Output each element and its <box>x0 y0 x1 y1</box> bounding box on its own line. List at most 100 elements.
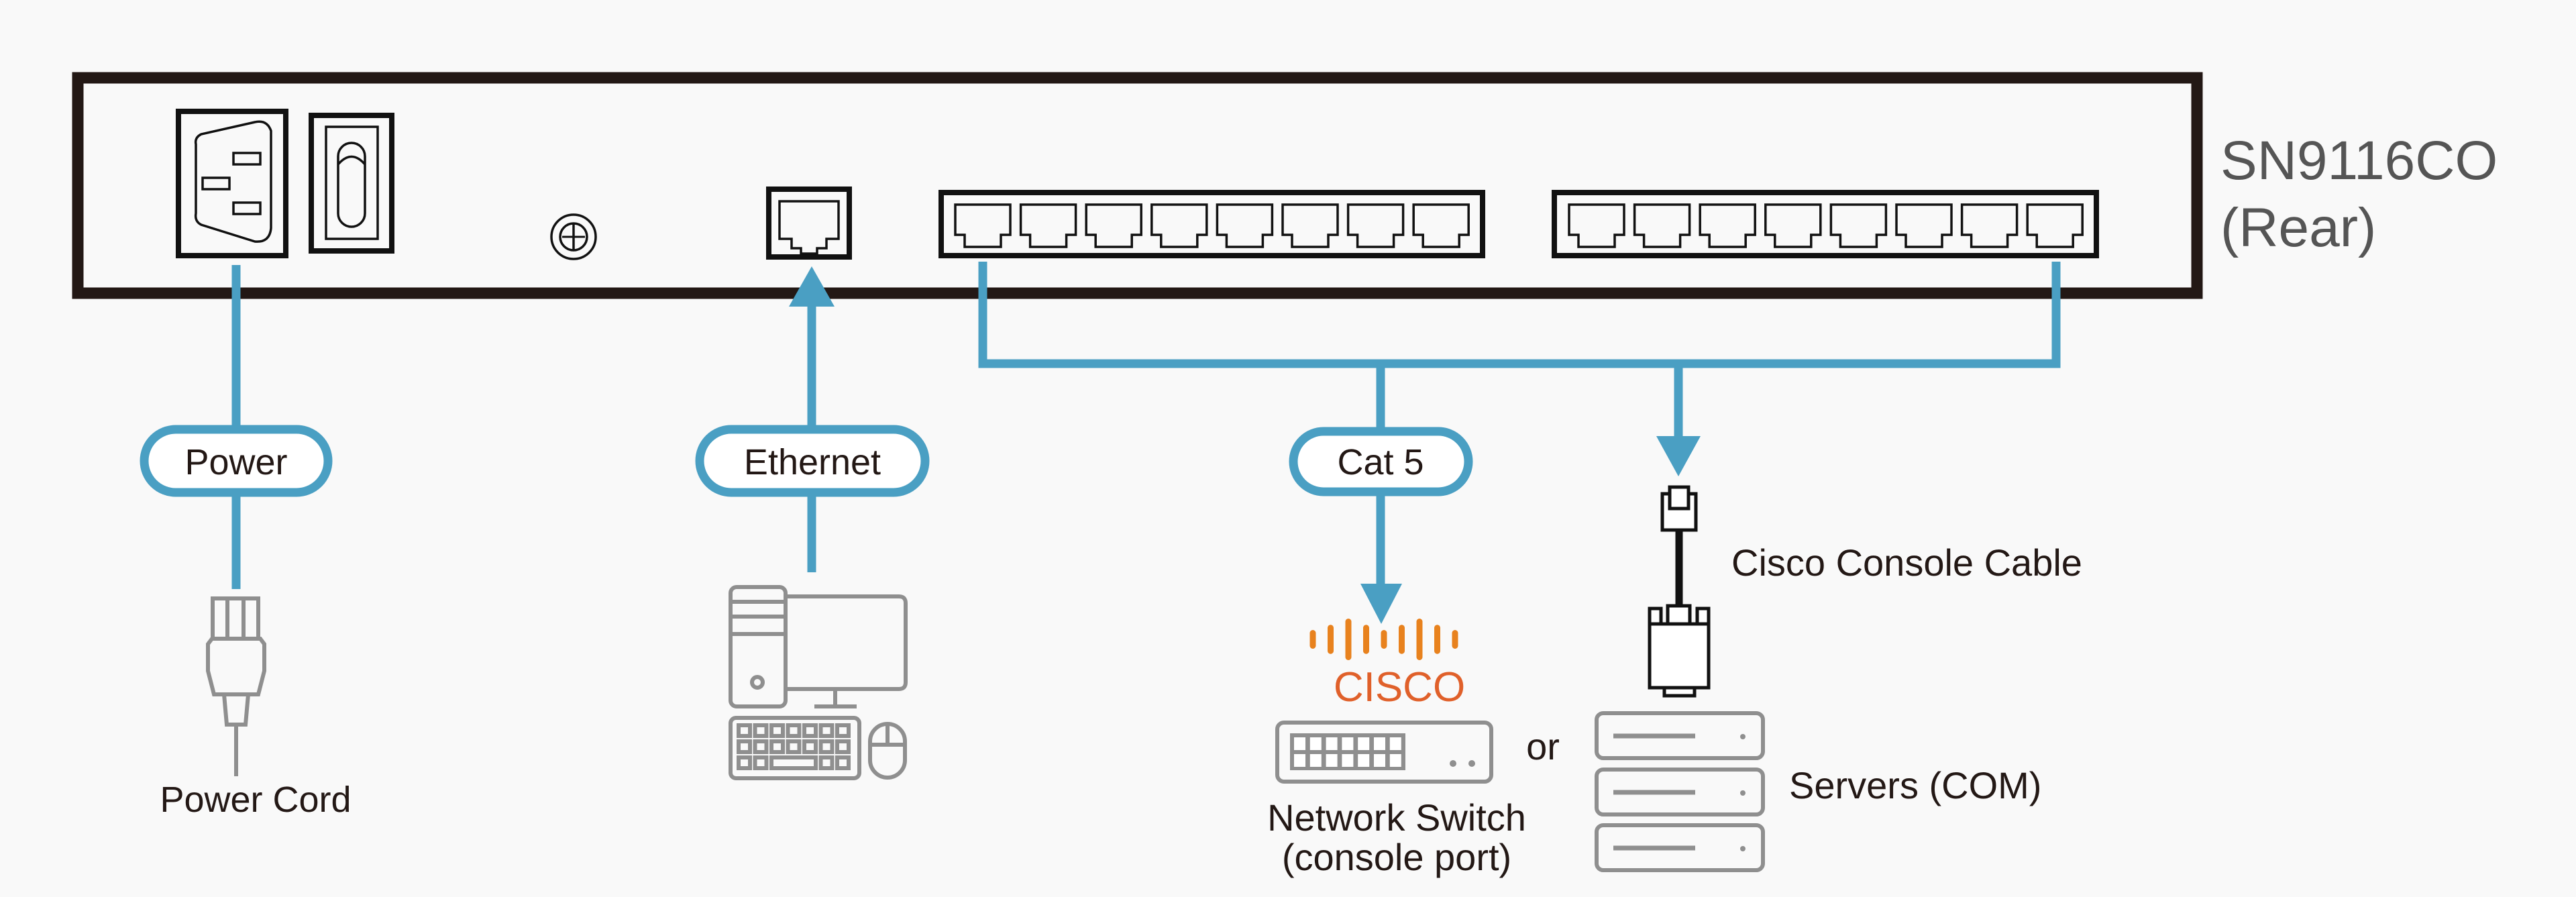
cat5-pill-label: Cat 5 <box>1337 442 1424 482</box>
network-switch-sublabel: (console port) <box>1282 836 1511 878</box>
power-switch-icon[interactable] <box>309 113 394 254</box>
view-label: (Rear) <box>2220 197 2376 258</box>
switch-port <box>1326 737 1338 750</box>
keyboard-key <box>737 723 752 738</box>
switch-port <box>1309 737 1322 750</box>
switch-port <box>1342 737 1354 750</box>
switch-port <box>1294 737 1305 750</box>
cisco-console-cable-label: Cisco Console Cable <box>1731 541 2082 584</box>
switch-port <box>1389 737 1401 750</box>
switch-port <box>1294 754 1305 767</box>
rj45-port[interactable] <box>1699 203 1756 248</box>
cat5-connection: Cat 5 CISCO Network Switch (console port… <box>1267 364 1560 878</box>
cisco-logo-text: CISCO <box>1334 664 1465 710</box>
cisco-console-cable-icon <box>1648 485 1711 698</box>
switch-port <box>1358 737 1370 750</box>
serial-port-bank-2 <box>1552 190 2099 258</box>
cisco-logo-bar <box>1381 630 1387 649</box>
switch-port <box>1374 754 1385 767</box>
keyboard-key <box>753 723 769 738</box>
keyboard-key <box>753 739 769 754</box>
device-chassis-rear <box>72 72 2203 299</box>
rj45-port[interactable] <box>954 203 1012 248</box>
ac-power-inlet-icon <box>176 109 288 258</box>
rj45-port[interactable] <box>1568 203 1625 248</box>
ethernet-pill <box>695 425 930 497</box>
cisco-logo-icon <box>1309 619 1458 660</box>
servers-label: Servers (COM) <box>1789 764 2041 806</box>
keyboard-key <box>802 723 818 738</box>
cisco-logo-bar <box>1452 630 1458 649</box>
rj45-port[interactable] <box>2026 203 2084 248</box>
rj45-port[interactable] <box>1764 203 1822 248</box>
rj45-port[interactable] <box>1633 203 1691 248</box>
cisco-logo-bar <box>1309 630 1316 649</box>
rj45-port[interactable] <box>1346 203 1405 248</box>
switch-port <box>1326 754 1338 767</box>
keyboard-key <box>835 723 851 738</box>
network-switch-label: Network Switch <box>1267 796 1526 839</box>
switch-port <box>1374 737 1385 750</box>
keyboard-key <box>737 739 752 754</box>
keyboard-key <box>737 755 752 770</box>
switch-port <box>1389 754 1401 767</box>
rj45-port[interactable] <box>1960 203 2019 248</box>
cisco-logo-bar <box>1363 625 1369 654</box>
server-unit <box>1595 823 1765 872</box>
arrow-down-icon <box>1360 584 1402 624</box>
rj45-port[interactable] <box>1895 203 1953 248</box>
arrow-down-icon <box>1656 436 1701 476</box>
ethernet-pill-label: Ethernet <box>744 442 881 482</box>
keyboard-key <box>818 739 835 754</box>
power-plug-icon <box>206 596 266 776</box>
switch-port <box>1309 754 1322 767</box>
keyboard-key <box>769 723 785 738</box>
network-switch-icon <box>1275 721 1493 784</box>
keyboard-key <box>786 739 802 754</box>
keyboard-key <box>769 739 785 754</box>
server-unit <box>1595 711 1765 760</box>
console-cable-connection: Cisco Console Cable Servers (COM) <box>1595 364 2082 872</box>
rj45-port[interactable] <box>1150 203 1208 248</box>
or-label: or <box>1526 725 1560 768</box>
keyboard-key <box>753 755 769 770</box>
serial-port-bank-1 <box>938 190 1485 258</box>
desktop-pc-icon <box>729 585 908 780</box>
cat5-pill <box>1289 427 1473 496</box>
server-unit <box>1595 768 1765 816</box>
rj45-port[interactable] <box>1412 203 1470 248</box>
rj45-port[interactable] <box>1019 203 1077 248</box>
keyboard-key <box>818 723 835 738</box>
serial-bus-line <box>978 262 2061 368</box>
rj45-port[interactable] <box>1281 203 1339 248</box>
serial-bus <box>978 262 2061 368</box>
chassis-outline <box>72 72 2203 299</box>
ethernet-connection: Ethernet <box>695 266 930 780</box>
servers-icon <box>1595 711 1765 872</box>
grounding-screw-icon <box>550 213 597 260</box>
rj45-port[interactable] <box>1216 203 1274 248</box>
switch-port <box>1358 754 1370 767</box>
cisco-logo-bar <box>1399 625 1405 654</box>
rj45-port[interactable] <box>1085 203 1142 248</box>
keyboard-spacebar <box>769 755 818 770</box>
switch-port <box>1342 754 1354 767</box>
power-connection: Power Power Cord <box>140 265 352 820</box>
cisco-logo-bar <box>1416 619 1423 660</box>
cisco-logo-bar <box>1328 625 1334 654</box>
cisco-logo-bar <box>1345 619 1352 660</box>
keyboard-key <box>786 723 802 738</box>
arrow-up-icon <box>789 266 835 307</box>
power-pill <box>140 425 333 497</box>
keyboard-key <box>835 739 851 754</box>
keyboard-key <box>835 755 851 770</box>
power-cord-label: Power Cord <box>160 780 351 820</box>
model-name-label: SN9116CO <box>2220 130 2498 191</box>
rj45-port[interactable] <box>1829 203 1888 248</box>
lan-port-icon[interactable] <box>766 187 852 260</box>
keyboard-key <box>818 755 835 770</box>
keyboard-key <box>802 739 818 754</box>
cisco-logo-bar <box>1434 625 1440 654</box>
